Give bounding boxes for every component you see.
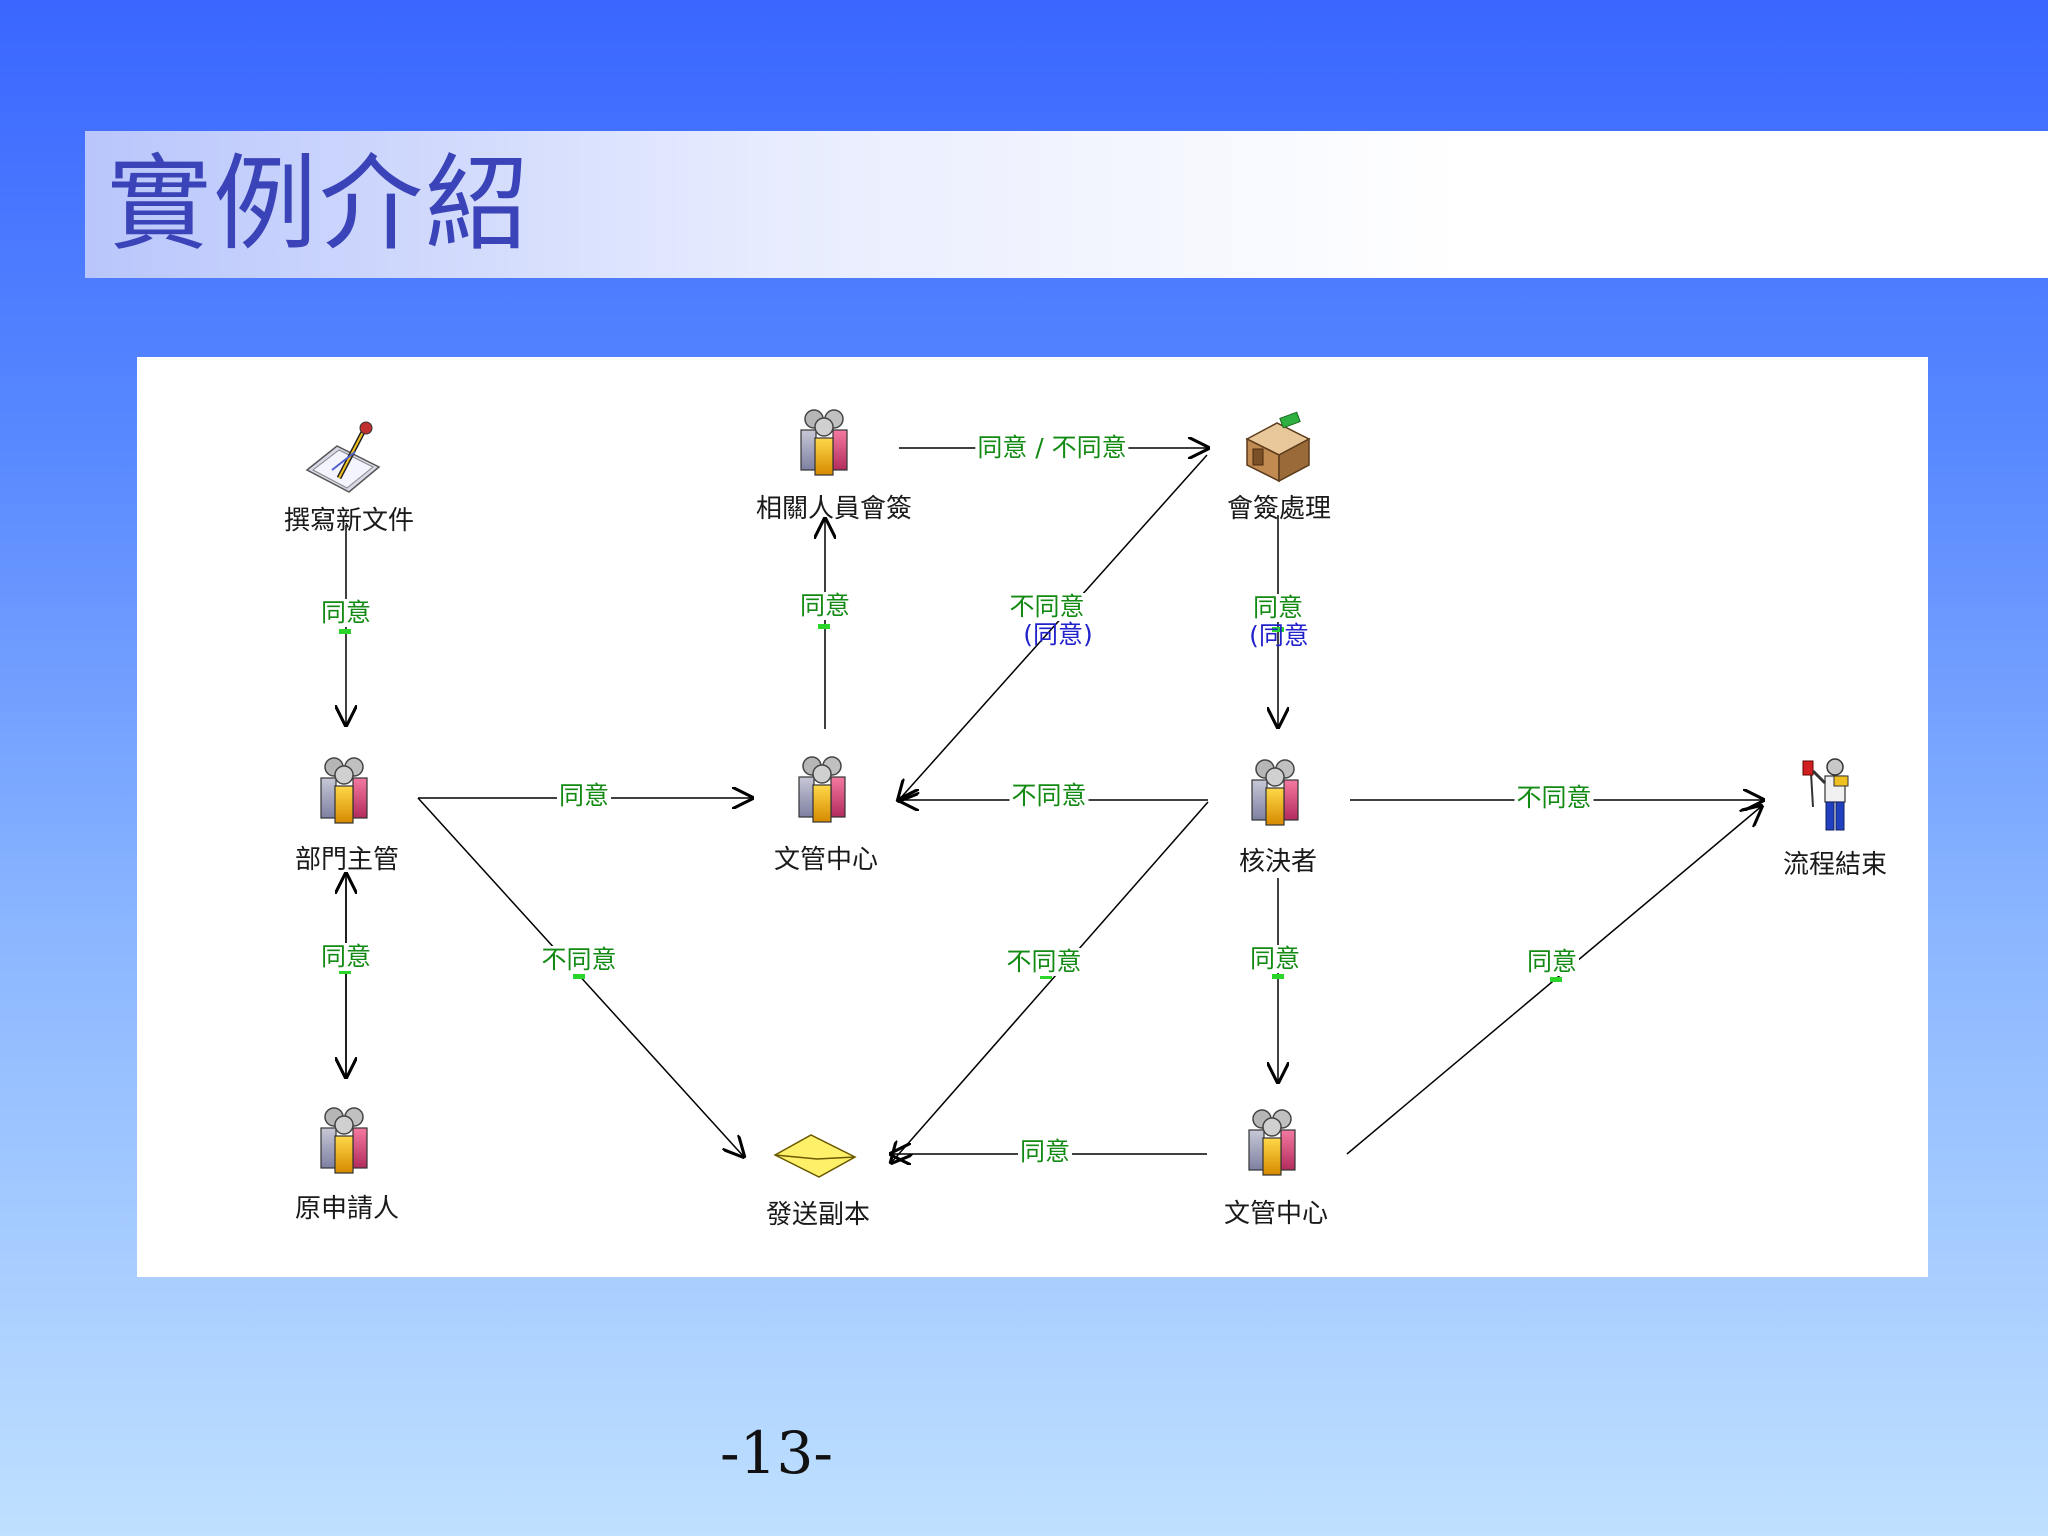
person-flag-icon [1802, 758, 1849, 831]
node-label-doc-center: 文管中心 [773, 845, 879, 875]
workflow-diagram: 撰寫新文件 相關人員會簽 會簽處理 部門主管 文管中心 核決者 流程結束 原申請… [137, 357, 1928, 1277]
edge-label: 同意 [1247, 944, 1303, 973]
node-label-end: 流程結束 [1782, 850, 1888, 880]
edge-label: 同意 [1017, 1137, 1073, 1166]
people-group-icon [320, 1107, 368, 1174]
node-label-send-copy: 發送副本 [765, 1200, 871, 1230]
edge-label: 同意 [556, 781, 612, 810]
people-group-icon [800, 409, 848, 476]
edge-label: 同意 / 不同意 [975, 433, 1129, 462]
document-pen-icon [305, 421, 381, 493]
edge-label: 同意 [1524, 947, 1580, 976]
page-number: -13- [720, 1419, 833, 1487]
envelope-icon [773, 1134, 857, 1178]
edge-label: 不同意 [1004, 947, 1084, 976]
edge-ports [339, 624, 1562, 982]
node-label-doc-center-2: 文管中心 [1223, 1199, 1329, 1229]
node-label-co-sign-process: 會簽處理 [1226, 494, 1332, 524]
people-group-icon [798, 756, 846, 823]
node-label-compose: 撰寫新文件 [283, 506, 415, 536]
edge-label: 不同意 [1007, 592, 1087, 621]
edge-label: 不同意 [1009, 781, 1089, 810]
desk-icon [1245, 411, 1311, 483]
title-bar: 實例介紹 [85, 131, 2048, 278]
people-group-icon [320, 757, 368, 824]
people-group-icon [1251, 759, 1299, 826]
node-label-co-sign: 相關人員會簽 [755, 494, 913, 524]
slide-title: 實例介紹 [107, 143, 532, 265]
node-label-dept-head: 部門主管 [294, 845, 400, 875]
edge-label: 同意 [318, 942, 374, 971]
edge-label: 同意 [1250, 593, 1306, 622]
node-label-approver: 核決者 [1238, 847, 1318, 877]
edge-approver-to-send-copy [890, 801, 1209, 1164]
edge-label: 不同意 [539, 945, 619, 974]
node-label-applicant: 原申請人 [294, 1194, 400, 1224]
edge-sublabel: (同意) [1023, 620, 1093, 649]
edge-label: 同意 [797, 591, 853, 620]
edge-label: 不同意 [1514, 783, 1594, 812]
edge-label: 同意 [318, 598, 374, 627]
edge-sublabel: (同意 [1249, 621, 1309, 650]
edge-co-sign-process-to-doc-center [897, 454, 1208, 802]
people-group-icon [1248, 1109, 1296, 1176]
